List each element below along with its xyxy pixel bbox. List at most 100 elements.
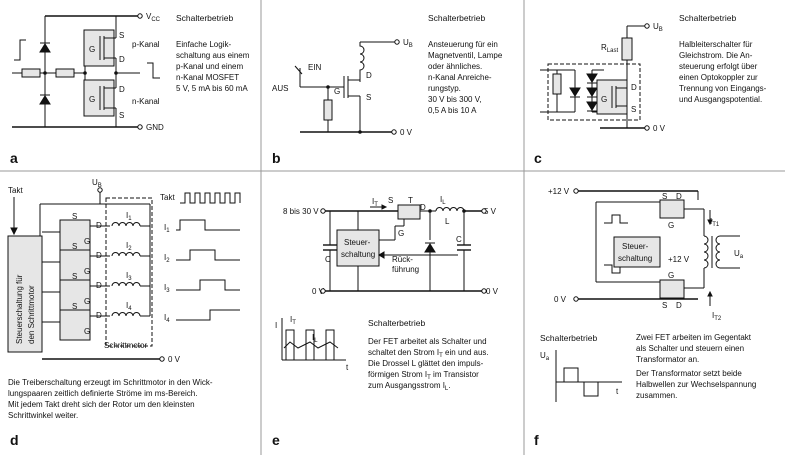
svg-text:I1: I1 [164,223,170,234]
wave-il [283,341,339,349]
load-resistor [621,37,633,61]
mosfet-channel-4: S G D [42,302,110,341]
svg-text:T: T [408,196,413,205]
svg-text:t: t [346,363,349,372]
svg-text:S: S [72,242,77,251]
wave-i2 [176,249,240,261]
panel-letter-e: e [272,432,280,448]
panel-a-title: Schalterbetrieb [176,13,233,23]
svg-text:IT2: IT2 [712,311,722,322]
svg-text:oder ähnliches.: oder ähnliches. [428,62,482,71]
svg-text:+12 V: +12 V [548,187,570,196]
svg-text:S: S [388,196,393,205]
panel-letter-a: a [10,150,18,166]
freewheel-diode [424,243,436,253]
panel-f: f +12 V 0 V S D G IT1 Steuer- schaltung … [534,187,756,448]
svg-text:D: D [676,301,682,310]
svg-text:Der Transformator setzt beide: Der Transformator setzt beide [636,369,742,378]
panel-letter-c: c [534,150,542,166]
current-label-3: I3 [126,271,132,282]
svg-text:0 V: 0 V [312,287,325,296]
svg-text:Die Treiberschaltung erzeugt i: Die Treiberschaltung erzeugt im Schrittm… [8,378,213,387]
svg-text:S: S [72,272,77,281]
svg-text:L: L [445,217,450,226]
svg-text:zum Ausgangsstrom IL.: zum Ausgangsstrom IL. [368,381,451,392]
svg-text:S: S [662,301,667,310]
panel-a-desc-3: p-Kanal und einem [176,62,243,71]
svg-text:5 V: 5 V [484,207,497,216]
mosfet-channel-2: S G D [42,242,110,281]
ub-label-d: UB [92,178,102,189]
svg-text:G: G [84,267,90,276]
svg-text:und Ausgangspotential.: und Ausgangspotential. [679,95,762,104]
svg-text:D: D [119,55,125,64]
svg-text:Ansteuerung für ein: Ansteuerung für ein [428,40,498,49]
p-channel-mosfet [83,29,115,67]
ub-label-b: UB [403,38,413,49]
svg-text:G: G [89,45,95,54]
svg-text:Halbwellen zur Wechselspannung: Halbwellen zur Wechselspannung [636,380,756,389]
inductor-l [435,207,465,212]
photodiode-2 [586,87,598,97]
opto-led [569,87,581,97]
svg-text:Mit jedem Takt dreht sich der: Mit jedem Takt dreht sich der Rotor um d… [8,400,195,409]
panel-c: c Schalterbetrieb Halbleiterschalter für… [534,13,767,166]
p-kanal-label: p-Kanal [132,40,160,49]
optocoupler-box [547,63,641,121]
stepper-driver-box [7,235,43,353]
svg-text:n-Kanal Anreiche-: n-Kanal Anreiche- [428,73,492,82]
svg-text:rungstyp.: rungstyp. [428,84,461,93]
svg-text:G: G [398,229,404,238]
svg-text:S: S [662,192,667,201]
svg-text:IT: IT [290,315,296,326]
vcc-label: VCC [146,12,161,23]
svg-text:G: G [601,95,607,104]
svg-text:förmigen Strom IT im Transisto: förmigen Strom IT im Transistor [368,370,479,381]
panel-c-title: Schalterbetrieb [679,13,736,23]
takt-pulse-train [180,192,241,204]
svg-text:C: C [325,255,331,264]
svg-text:IT1: IT1 [710,217,720,228]
svg-text:t: t [616,387,619,396]
protection-diode-bottom [39,95,51,105]
motor-windings [111,204,151,317]
svg-text:Zwei FET arbeiten im Gegentakt: Zwei FET arbeiten im Gegentakt [636,333,752,342]
current-label-4: I4 [126,301,132,312]
svg-text:Ua: Ua [540,351,550,362]
svg-text:S: S [72,212,77,221]
svg-text:S: S [366,93,371,102]
svg-text:Gleichstrom. Die An-: Gleichstrom. Die An- [679,51,753,60]
panel-a-desc-1: Einfache Logik- [176,40,231,49]
photodiode-3 [586,101,598,111]
svg-text:Transformator an.: Transformator an. [636,355,699,364]
svg-text:D: D [631,83,637,92]
panel-letter-d: d [10,432,19,448]
svg-text:D: D [366,71,372,80]
n-kanal-label: n-Kanal [132,97,160,106]
panel-a: a Schalterbetrieb Einfache Logik- schalt… [10,12,250,166]
push-pull-fet-2 [659,279,685,299]
takt-label: Takt [8,186,23,195]
svg-text:0 V: 0 V [486,287,499,296]
input-resistor-1 [21,68,41,78]
svg-text:0 V: 0 V [168,355,181,364]
svg-text:Steuerschaltung für: Steuerschaltung für [15,274,24,344]
svg-text:Schrittmotor: Schrittmotor [104,341,147,350]
panel-letter-b: b [272,150,281,166]
wave-i1 [176,219,240,231]
il-label: IL [440,195,446,206]
svg-text:I4: I4 [164,313,170,324]
gate-resistor [323,99,333,121]
svg-text:G: G [84,327,90,336]
svg-text:Die Drossel L glättet den impu: Die Drossel L glättet den impuls- [368,359,484,368]
svg-text:I3: I3 [164,283,170,294]
svg-text:Der FET arbeitet als Schalter: Der FET arbeitet als Schalter und [368,337,487,346]
solenoid-coil [359,42,365,76]
svg-text:S: S [631,105,636,114]
svg-text:IL: IL [312,333,318,344]
wave-ua [556,367,608,397]
svg-text:AUS: AUS [272,84,288,93]
svg-text:als Schalter und steuern einen: als Schalter und steuern einen [636,344,744,353]
